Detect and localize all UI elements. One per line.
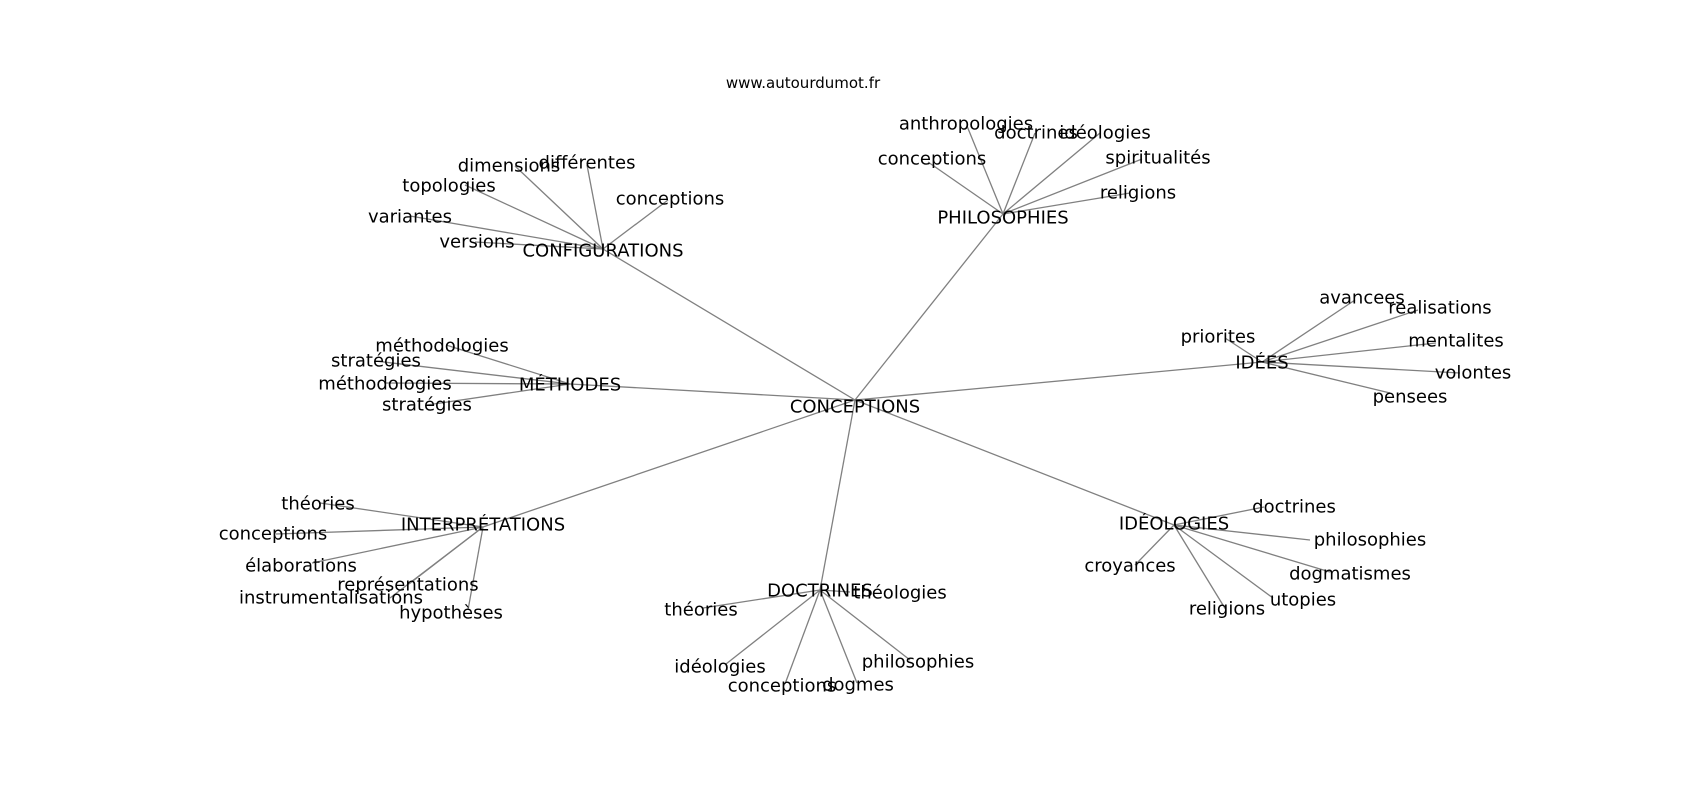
node-leaf-doctrines-ideologies[interactable]: idéologies: [674, 657, 765, 678]
edge-philosophies-anthropologies: [966, 125, 1004, 215]
edge-idees-avancees: [1261, 299, 1356, 363]
node-hub-configurations[interactable]: CONFIGURATIONS: [522, 241, 683, 262]
node-leaf-doctrines-theologies[interactable]: théologies: [853, 583, 946, 604]
node-leaf-interpretations-representations[interactable]: représentations: [337, 575, 478, 596]
node-leaf-doctrines-theories[interactable]: théories: [664, 600, 737, 621]
edge-configurations-dimensions: [514, 165, 604, 250]
edge-doctrines-theologies: [819, 589, 851, 593]
edge-root-configurations: [602, 248, 856, 401]
node-leaf-philosophies-spiritualites[interactable]: spiritualités: [1105, 148, 1210, 169]
node-leaf-philosophies-religions[interactable]: religions: [1100, 183, 1176, 204]
node-hub-philosophies[interactable]: PHILOSOPHIES: [937, 208, 1068, 229]
node-leaf-methodes-methodologies[interactable]: méthodologies: [318, 374, 451, 395]
node-leaf-ideologies-philosophies[interactable]: philosophies: [1314, 530, 1427, 551]
edge-root-ideologies: [854, 399, 1175, 526]
node-leaf-interpretations-elaborations[interactable]: élaborations: [245, 556, 357, 577]
edge-methodes-strategies: [374, 360, 571, 385]
node-leaf-idees-volontes[interactable]: volontes: [1435, 363, 1512, 384]
node-leaf-idees-mentalites[interactable]: mentalites: [1408, 331, 1504, 352]
edge-ideologies-doctrines: [1173, 506, 1265, 526]
edge-philosophies-doctrines: [1002, 132, 1036, 215]
node-leaf-configurations-variantes[interactable]: variantes: [368, 207, 452, 228]
edge-configurations-conceptions: [602, 199, 669, 250]
edge-ideologies-croyances: [1134, 524, 1175, 566]
edge-philosophies-ideologies: [1002, 132, 1101, 215]
node-leaf-idees-pensees[interactable]: pensees: [1373, 387, 1448, 408]
edge-doctrines-dogmes: [819, 589, 858, 684]
graph-labels: CONCEPTIONS CONFIGURATIONS conceptions diff…: [219, 114, 1512, 697]
watermark-text: www.autourdumot.fr: [726, 74, 881, 92]
node-leaf-ideologies-utopies[interactable]: utopies: [1270, 590, 1336, 611]
node-leaf-methodes-strategies[interactable]: stratégies: [382, 395, 472, 416]
node-leaf-interpretations-hypotheses[interactable]: hypothèses: [399, 603, 503, 624]
edge-interpretations-hypotheses: [467, 526, 484, 611]
edge-root-idees: [854, 361, 1263, 401]
edge-interpretations-instrumentalisations: [389, 526, 484, 599]
node-hub-doctrines[interactable]: DOCTRINES: [767, 581, 873, 602]
edge-ideologies-utopies: [1173, 524, 1274, 599]
edge-ideologies-philosophies: [1173, 524, 1311, 541]
node-leaf-configurations-dimensions[interactable]: dimensions: [458, 156, 561, 177]
node-leaf-configurations-conceptions[interactable]: conceptions: [616, 189, 725, 210]
edge-interpretations-elaborations: [311, 526, 484, 564]
edge-doctrines-ideologies: [725, 589, 821, 665]
node-root-conceptions[interactable]: CONCEPTIONS: [790, 397, 920, 418]
edge-methodes-strategies: [426, 383, 571, 406]
edge-doctrines-conceptions: [784, 589, 821, 685]
edge-idees-realisations: [1261, 309, 1419, 363]
node-leaf-philosophies-doctrines[interactable]: doctrines: [994, 123, 1078, 144]
node-leaf-configurations-differentes[interactable]: différentes: [539, 153, 636, 174]
node-leaf-methodes-methodologies[interactable]: méthodologies: [375, 336, 508, 357]
node-leaf-configurations-versions[interactable]: versions: [439, 232, 514, 253]
edge-configurations-differentes: [586, 164, 604, 250]
edge-idees-mentalites: [1261, 342, 1437, 363]
node-leaf-doctrines-dogmes[interactable]: dogmes: [822, 675, 894, 696]
node-leaf-ideologies-dogmatismes[interactable]: dogmatismes: [1289, 564, 1411, 585]
node-leaf-ideologies-religions[interactable]: religions: [1189, 599, 1265, 620]
node-leaf-philosophies-conceptions[interactable]: conceptions: [878, 149, 987, 170]
node-leaf-doctrines-conceptions[interactable]: conceptions: [728, 676, 837, 697]
node-leaf-interpretations-conceptions[interactable]: conceptions: [219, 524, 328, 545]
edge-ideologies-dogmatismes: [1173, 524, 1331, 573]
node-leaf-ideologies-croyances[interactable]: croyances: [1084, 556, 1175, 577]
node-leaf-interpretations-instrumentalisations[interactable]: instrumentalisations: [239, 588, 423, 609]
node-leaf-philosophies-ideologies[interactable]: idéologies: [1059, 123, 1150, 144]
node-leaf-philosophies-anthropologies[interactable]: anthropologies: [899, 114, 1033, 135]
node-leaf-idees-avancees[interactable]: avancees: [1319, 288, 1405, 309]
node-hub-methodes[interactable]: MÉTHODES: [519, 374, 621, 396]
edge-root-philosophies: [854, 213, 1004, 401]
node-hub-ideologies[interactable]: IDÉOLOGIES: [1119, 513, 1229, 535]
node-leaf-interpretations-theories[interactable]: théories: [281, 494, 354, 515]
node-hub-idees[interactable]: IDÉES: [1235, 352, 1288, 374]
edge-methodes-methodologies: [445, 344, 571, 385]
edge-philosophies-spiritualites: [1002, 158, 1143, 215]
edge-interpretations-theories: [319, 502, 484, 528]
edge-doctrines-philosophies: [819, 589, 911, 661]
edge-idees-volontes: [1261, 361, 1461, 374]
node-leaf-idees-realisations[interactable]: realisations: [1388, 298, 1491, 319]
edge-doctrines-theories: [702, 589, 821, 609]
node-hub-interpretations[interactable]: INTERPRÉTATIONS: [401, 514, 565, 536]
node-leaf-ideologies-doctrines[interactable]: doctrines: [1252, 497, 1336, 518]
edge-ideologies-religions: [1173, 524, 1227, 611]
edge-idees-pensees: [1261, 361, 1391, 394]
node-leaf-doctrines-philosophies[interactable]: philosophies: [862, 652, 975, 673]
edge-philosophies-religions: [1002, 192, 1131, 215]
edge-philosophies-conceptions: [927, 161, 1004, 215]
graph-edges: [275, 125, 1461, 685]
edge-configurations-variantes: [409, 215, 604, 250]
node-leaf-idees-priorites[interactable]: priorites: [1181, 327, 1256, 348]
edge-configurations-versions: [474, 241, 604, 250]
edge-interpretations-conceptions: [275, 526, 484, 535]
edge-root-doctrines: [819, 399, 856, 591]
node-leaf-methodes-strategies[interactable]: stratégies: [331, 351, 421, 372]
edge-root-methodes: [569, 383, 856, 401]
edge-root-interpretations: [482, 399, 856, 528]
edge-methodes-methodologies: [384, 382, 571, 385]
edge-idees-priorites: [1224, 337, 1263, 363]
edge-configurations-topologies: [464, 184, 604, 250]
node-leaf-configurations-topologies[interactable]: topologies: [402, 176, 495, 197]
